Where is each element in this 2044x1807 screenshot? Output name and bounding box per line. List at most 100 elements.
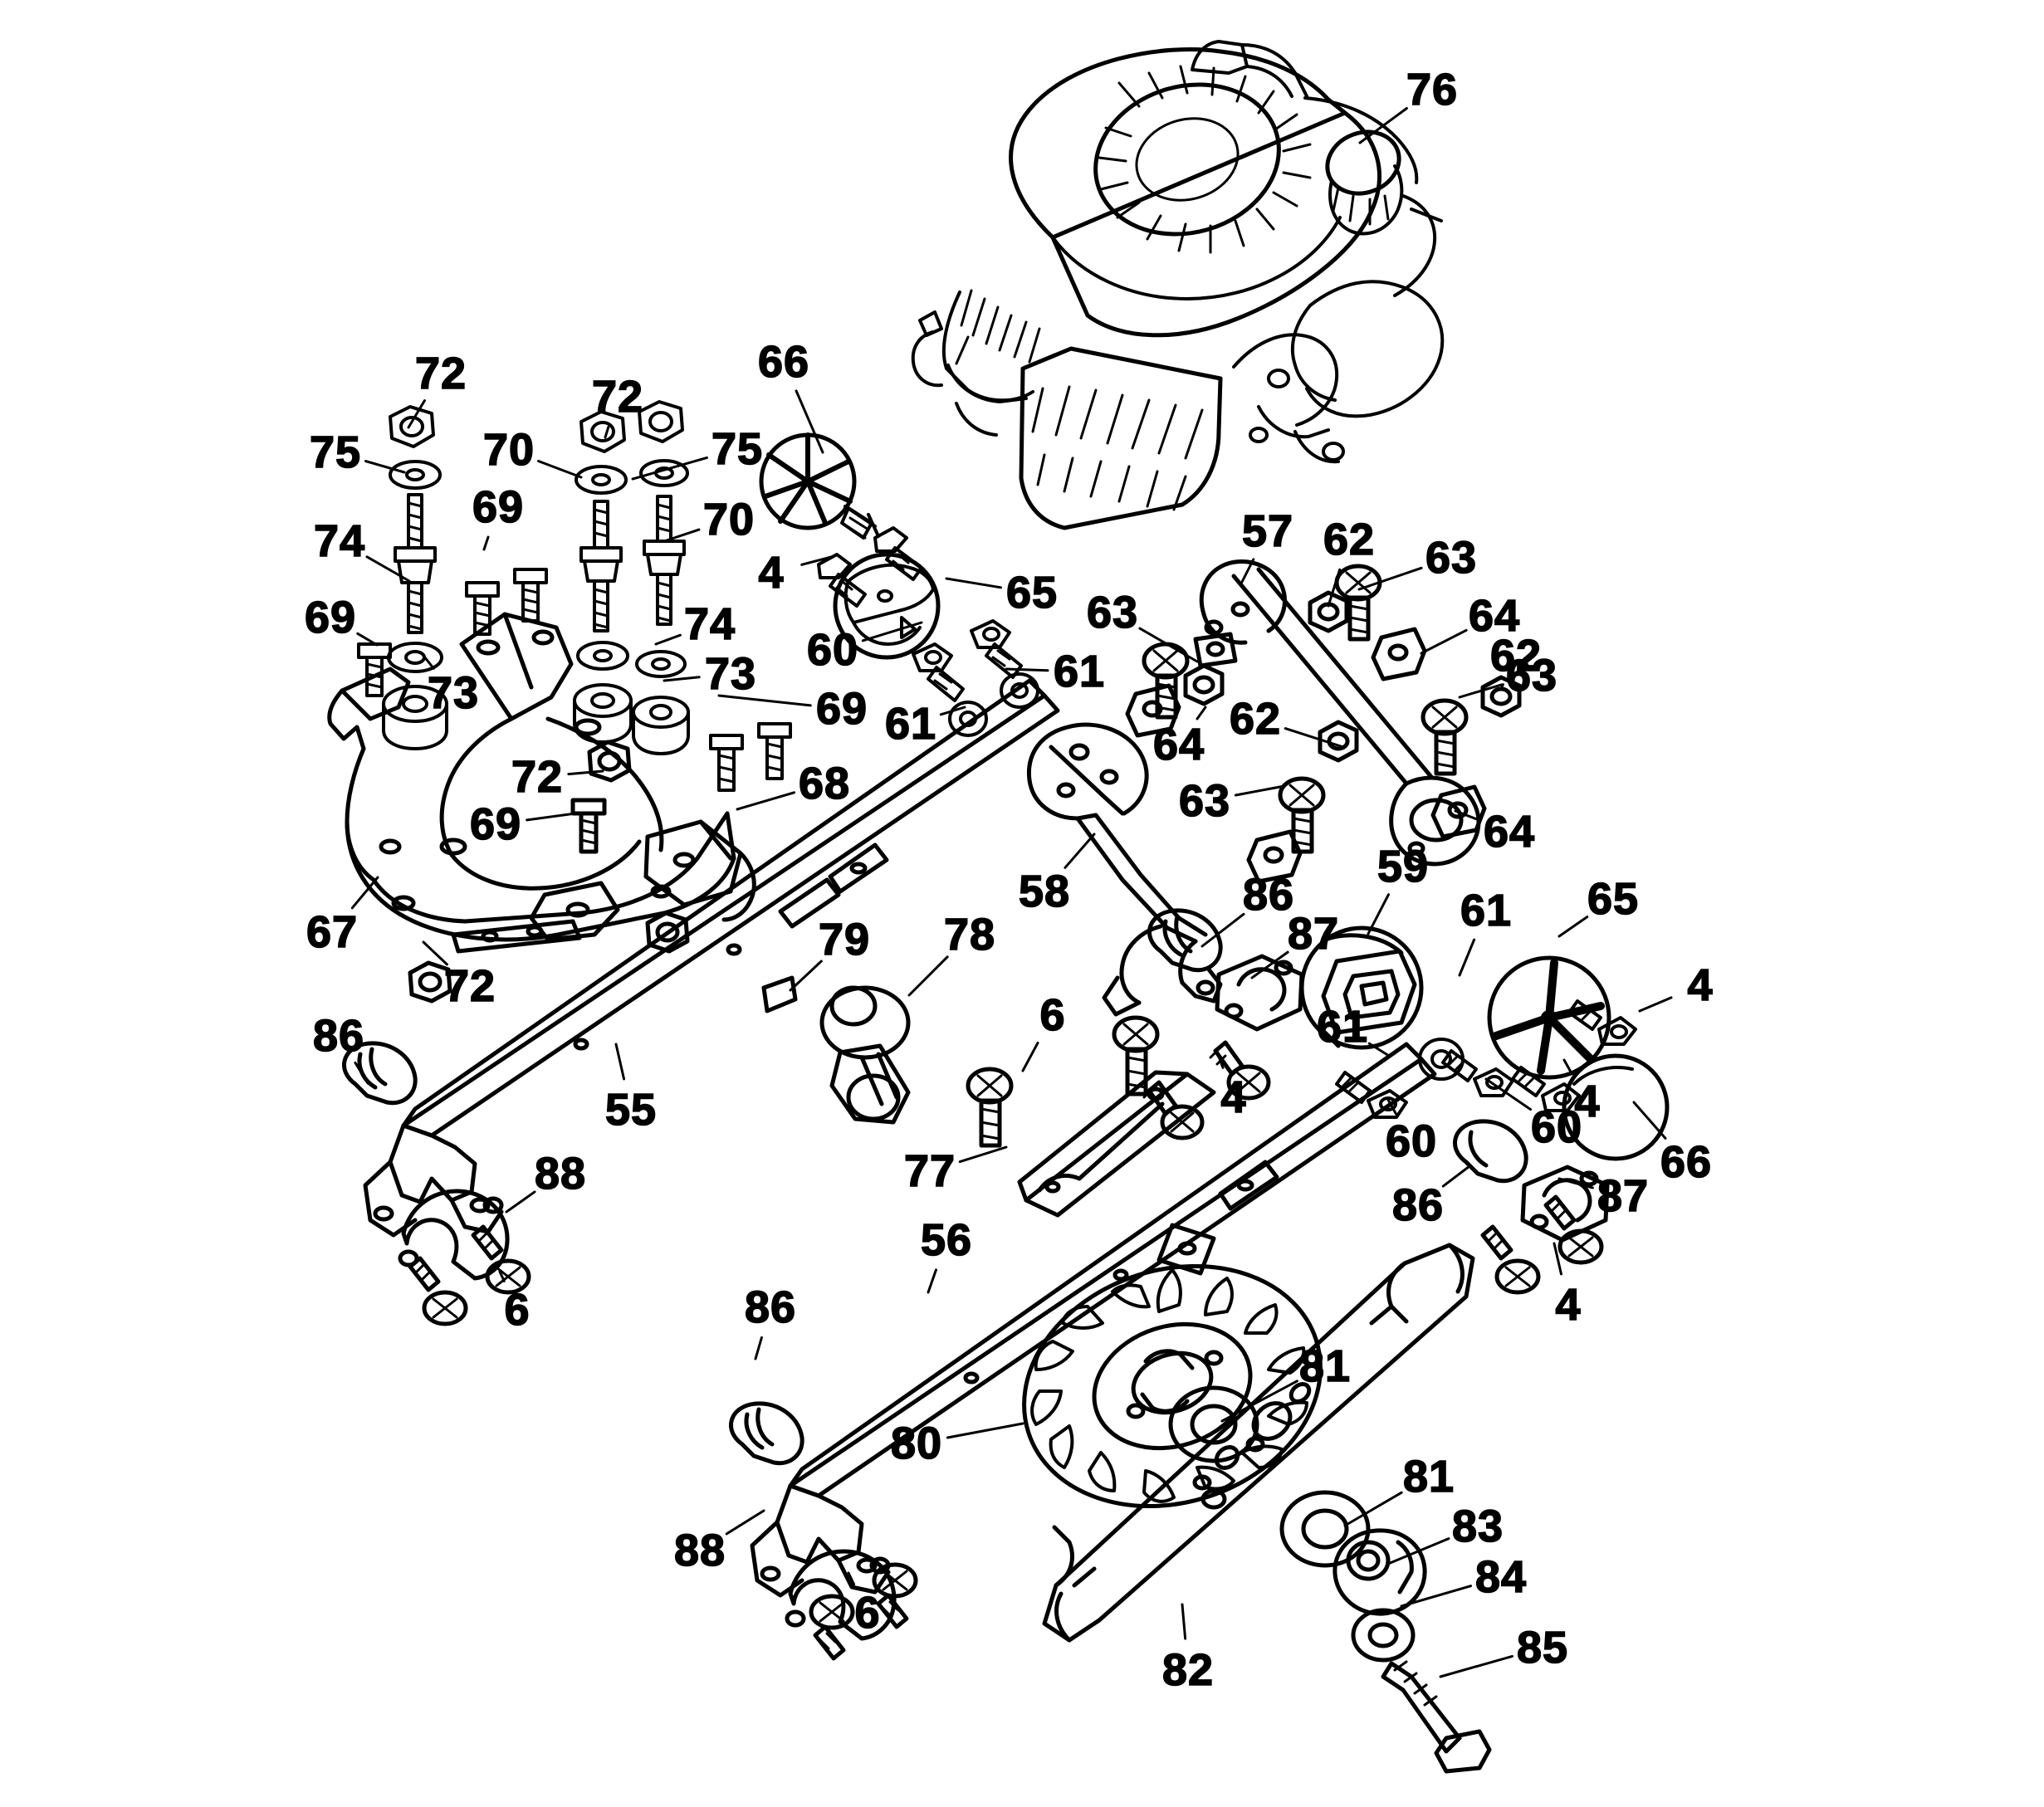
leader-line-72 (422, 940, 448, 966)
leader-line-58 (1064, 833, 1096, 869)
callout-number-73: 73 (427, 668, 480, 718)
leader-line-73 (419, 651, 435, 670)
nut-62a (1308, 590, 1349, 633)
leader-line-75 (631, 456, 708, 481)
pulley-66a (759, 432, 880, 540)
shield-assembly (327, 612, 756, 1004)
callout-number-72: 72 (414, 349, 467, 398)
callout-number-87: 87 (1287, 909, 1340, 959)
callout-number-64: 64 (1468, 591, 1521, 641)
upper-handle-55 (363, 678, 1060, 1238)
bolt-70c (643, 495, 686, 626)
leader-line-80 (946, 1422, 1024, 1439)
oil-fill-cap (1325, 129, 1404, 236)
leader-line-64 (1454, 809, 1482, 822)
leader-line-63 (1234, 784, 1286, 797)
callout-number-68: 68 (798, 759, 851, 808)
leader-line-67 (350, 876, 379, 910)
leader-line-66 (795, 389, 824, 454)
leader-line-88 (725, 1509, 765, 1536)
leader-line-59 (1367, 893, 1391, 935)
callout-number-69: 69 (815, 684, 868, 734)
callout-number-61: 61 (1460, 886, 1513, 935)
leader-line-55 (614, 1043, 626, 1081)
bolt-85 (1381, 1660, 1492, 1774)
callout-number-67: 67 (306, 907, 359, 957)
leader-line-70 (663, 528, 701, 543)
leader-line-68 (736, 791, 796, 811)
callout-number-63: 63 (1086, 588, 1139, 637)
leader-line-77 (958, 1145, 1008, 1164)
control-lever-58 (1026, 722, 1223, 1017)
screw-69a (357, 642, 392, 697)
leader-line-61 (939, 706, 966, 716)
callout-number-61: 61 (1316, 1002, 1369, 1052)
callout-number-75: 75 (711, 424, 764, 474)
leader-line-4 (1562, 1058, 1573, 1076)
blade-adapter-83 (1333, 1528, 1427, 1616)
leader-line-6 (498, 1270, 506, 1282)
callout-number-88: 88 (673, 1526, 726, 1575)
callout-number-6: 6 (854, 1588, 881, 1638)
bolt-60b (970, 619, 1023, 679)
leader-line-65 (945, 577, 1003, 589)
callout-number-61: 61 (884, 699, 937, 749)
leader-line-63 (1138, 627, 1199, 663)
callout-number-69: 69 (304, 593, 357, 642)
blade-assembly (1042, 1243, 1492, 1774)
leader-line-83 (1386, 1537, 1450, 1565)
callout-number-75: 75 (309, 427, 362, 477)
leader-line-75 (364, 460, 406, 474)
callout-number-64: 64 (1483, 807, 1536, 857)
leader-line-56 (927, 1268, 937, 1294)
leader-line-4 (1553, 1242, 1562, 1276)
callout-number-72: 72 (443, 961, 496, 1011)
screw-6f (809, 1594, 855, 1661)
pulley-66b (1562, 1053, 1670, 1161)
leader-line-63 (1357, 566, 1423, 591)
pulley-housing-65a (833, 552, 941, 660)
callout-number-78: 78 (943, 910, 996, 960)
leader-line-66 (1632, 1101, 1667, 1140)
callout-number-82: 82 (1161, 1645, 1215, 1695)
callout-number-61: 61 (1053, 647, 1106, 696)
callout-number-63: 63 (1178, 776, 1231, 826)
leader-line-76 (1358, 107, 1408, 144)
engine-assembly (911, 40, 1445, 530)
callout-number-66: 66 (757, 337, 810, 387)
bolt-60c (1441, 1049, 1514, 1097)
leader-line-70 (537, 459, 583, 479)
callout-number-58: 58 (1018, 867, 1071, 916)
leader-line-4 (800, 554, 836, 566)
screw-63c (1421, 698, 1469, 776)
leader-line-64 (1420, 628, 1468, 655)
callout-number-60: 60 (1530, 1102, 1583, 1152)
callout-number-63: 63 (1425, 533, 1478, 583)
clamp-87a (1215, 954, 1304, 1032)
handle-end-lower (729, 1401, 918, 1661)
callout-number-60: 60 (1385, 1116, 1438, 1166)
screw-63d (1278, 776, 1326, 854)
leader-line-69 (482, 535, 490, 551)
leader-line-87 (1250, 950, 1289, 979)
right-pulley-group (1335, 955, 1670, 1161)
nut-62c (1183, 663, 1225, 706)
callout-number-86: 86 (744, 1282, 797, 1332)
grip-86b (1453, 1119, 1528, 1184)
speednut-64c (1430, 784, 1487, 839)
leader-line-69 (526, 812, 577, 822)
washer-75b (575, 465, 628, 495)
pulley-hub-group (759, 432, 1039, 737)
leader-line-61 (1005, 667, 1049, 672)
callout-number-85: 85 (1516, 1623, 1569, 1673)
callout-number-63: 63 (1505, 651, 1558, 701)
callout-number-72: 72 (511, 752, 564, 802)
callout-number-4: 4 (1555, 1280, 1582, 1330)
leader-line-60 (861, 621, 923, 642)
callout-number-88: 88 (534, 1149, 587, 1199)
locknut-72b (579, 410, 626, 453)
leader-line-86 (754, 1336, 763, 1360)
callout-number-83: 83 (1451, 1502, 1504, 1551)
